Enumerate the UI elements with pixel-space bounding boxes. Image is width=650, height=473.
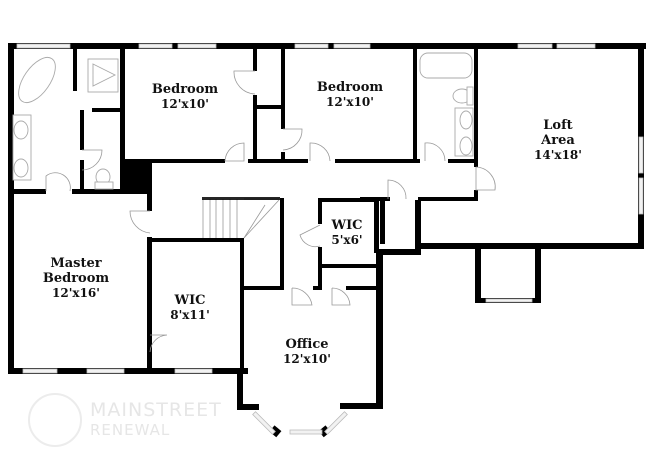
room-label-wic-small: WIC 5'x6'	[331, 218, 362, 248]
brand-subname: RENEWAL	[90, 421, 171, 439]
room-label-office: Office 12'x10'	[283, 337, 331, 367]
room-label-loft: Loft Area 14'x18'	[534, 118, 582, 163]
room-label-bedroom-2: Bedroom 12'x10'	[317, 80, 383, 110]
room-dimensions: 5'x6'	[331, 233, 363, 247]
room-dimensions: 12'x10'	[326, 95, 374, 109]
room-name-line2: Area	[541, 133, 575, 148]
room-name: WIC	[174, 293, 206, 308]
room-name: WIC	[331, 218, 363, 233]
room-label-master-bedroom: Master Bedroom 12'x16'	[43, 256, 109, 301]
room-name-line1: Loft	[543, 118, 573, 133]
staircase	[202, 197, 280, 239]
room-dimensions: 14'x18'	[534, 148, 582, 162]
room-name: Office	[285, 337, 329, 352]
room-label-wic-large: WIC 8'x11'	[170, 293, 210, 323]
brand-name: MAINSTREET	[90, 399, 222, 421]
fixtures	[12, 52, 474, 239]
room-name-line1: Master	[50, 256, 102, 271]
room-name-line2: Bedroom	[42, 271, 110, 286]
room-dimensions: 8'x11'	[170, 308, 210, 322]
room-dimensions: 12'x10'	[283, 352, 331, 366]
room-name: Bedroom	[151, 82, 219, 97]
house-arrows-icon	[28, 393, 82, 447]
windows	[16, 43, 644, 435]
doors	[45, 70, 496, 353]
room-label-bedroom-1: Bedroom 12'x10'	[152, 82, 218, 112]
room-name: Bedroom	[316, 80, 384, 95]
room-dimensions: 12'x16'	[52, 286, 100, 300]
room-dimensions: 12'x10'	[161, 97, 209, 111]
